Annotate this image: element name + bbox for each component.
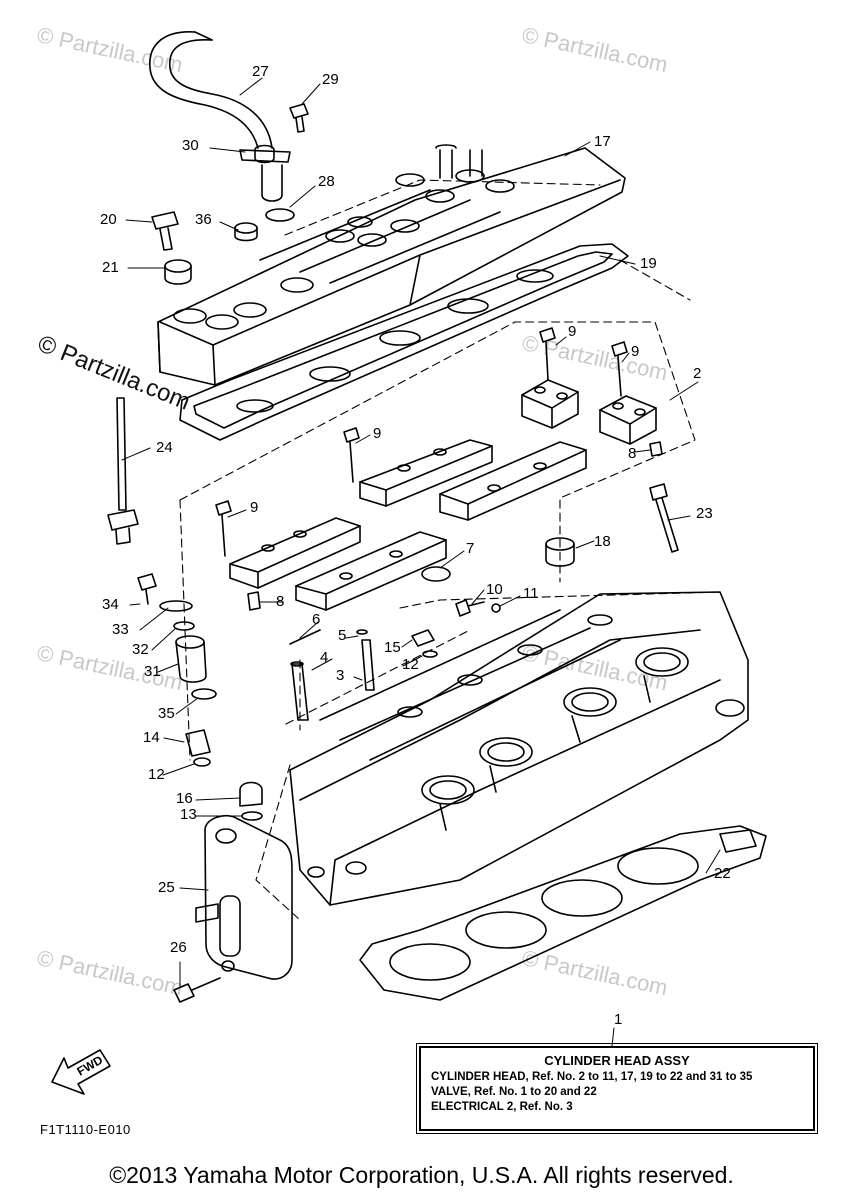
bolt — [289, 103, 309, 133]
sensor-rod — [107, 397, 139, 545]
fwd-arrow — [51, 1049, 111, 1095]
callout-number: 2 — [693, 365, 701, 382]
bolt — [455, 599, 501, 617]
callout-number: 7 — [466, 540, 474, 557]
legend-line: ELECTRICAL 2, Ref. No. 3 — [431, 1101, 573, 1113]
cylinder-head — [289, 591, 749, 906]
callout-number: 9 — [373, 425, 381, 442]
callout-number: 20 — [100, 211, 117, 228]
callout-number: 9 — [568, 323, 576, 340]
o-ring — [265, 208, 295, 222]
callout-number: 27 — [252, 63, 269, 80]
callout-number: 9 — [250, 499, 258, 516]
plug — [234, 222, 258, 242]
callout-number: 3 — [336, 667, 344, 684]
callout-number: 21 — [102, 259, 119, 276]
callout-number: 8 — [276, 593, 284, 610]
callout-number: 4 — [320, 649, 328, 666]
callout-number: 24 — [156, 439, 173, 456]
callout-number: 10 — [486, 581, 503, 598]
oil-seal — [421, 566, 451, 582]
callout-number: 34 — [102, 596, 119, 613]
callout-number: 30 — [182, 137, 199, 154]
bolt — [173, 977, 221, 1003]
callout-number: 18 — [594, 533, 611, 550]
legend-line: VALVE, Ref. No. 1 to 20 and 22 — [431, 1086, 597, 1098]
callout-number: 36 — [195, 211, 212, 228]
callout-number: 14 — [143, 729, 160, 746]
callout-number: 12 — [402, 656, 419, 673]
callout-number: 31 — [144, 663, 161, 680]
callout-number: 16 — [176, 790, 193, 807]
callout-number: 12 — [148, 766, 165, 783]
callout-number: 19 — [640, 255, 657, 272]
callout-number: 23 — [696, 505, 713, 522]
camshaft-caps — [229, 379, 657, 611]
side-plate — [195, 814, 293, 980]
grommet — [164, 259, 192, 285]
callout-number: 6 — [312, 611, 320, 628]
callout-number: 25 — [158, 879, 175, 896]
callout-number: 5 — [338, 627, 346, 644]
callout-number: 15 — [384, 639, 401, 656]
callout-number: 17 — [594, 133, 611, 150]
diagram-code: F1T1110-E010 — [40, 1122, 131, 1137]
cap-bolts — [215, 327, 628, 557]
nut — [411, 629, 435, 647]
washer — [422, 650, 438, 658]
legend-title: CYLINDER HEAD ASSY — [544, 1053, 690, 1068]
callout-number: 26 — [170, 939, 187, 956]
valve-parts — [289, 629, 375, 721]
fwd-label: FWD — [75, 1053, 106, 1079]
callout-number: 29 — [322, 71, 339, 88]
copyright-notice: ©2013 Yamaha Motor Corporation, U.S.A. A… — [109, 1162, 734, 1188]
callout-number: 11 — [523, 585, 539, 602]
head-bolt — [649, 483, 679, 553]
callout-number: 32 — [132, 641, 149, 658]
dowel-pin — [247, 441, 663, 611]
callout-number: 28 — [318, 173, 335, 190]
callout-number: 13 — [180, 806, 197, 823]
callout-number: 33 — [112, 621, 129, 638]
left-side-parts — [137, 573, 263, 821]
head-gasket — [359, 825, 767, 1001]
callout-number: 35 — [158, 705, 175, 722]
callout-number: 9 — [631, 343, 639, 360]
callout-number: 22 — [714, 865, 731, 882]
breather-hose — [149, 31, 291, 202]
bolt — [151, 211, 179, 251]
legend-line: CYLINDER HEAD, Ref. No. 2 to 11, 17, 19 … — [431, 1071, 753, 1083]
legend-box: CYLINDER HEAD ASSY CYLINDER HEAD, Ref. N… — [416, 1043, 818, 1134]
callout-number: 8 — [628, 445, 636, 462]
cover-gasket — [179, 243, 629, 441]
callout-number: 1 — [614, 1011, 622, 1028]
